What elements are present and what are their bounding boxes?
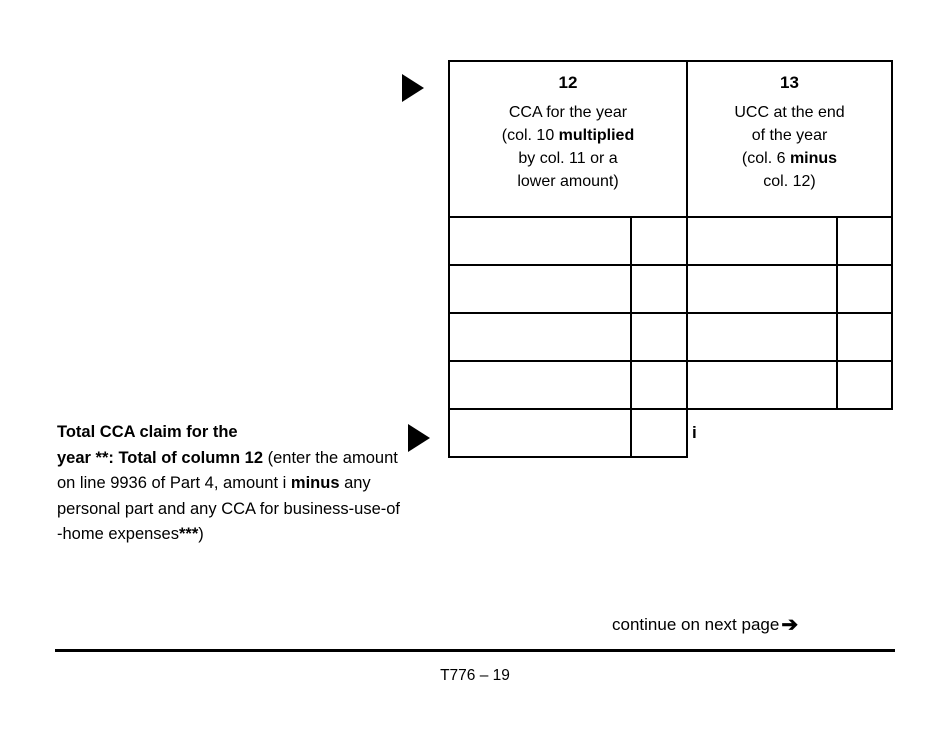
total-note-rest-part3: ) (198, 525, 204, 544)
cell-col12-dollars-row1[interactable] (448, 216, 632, 266)
col13-desc-line4: col. 12) (763, 173, 816, 190)
right-arrow-icon: ➔ (781, 614, 799, 636)
total-note-bold-line1: Total CCA claim for the (57, 423, 238, 441)
cell-col13-cents-row3[interactable] (836, 312, 893, 362)
cell-col12-dollars-row3[interactable] (448, 312, 632, 362)
cell-col13-cents-row4[interactable] (836, 360, 893, 410)
total-cca-claim-note: Total CCA claim for the year **: Total of… (57, 420, 407, 548)
cell-col13-dollars-row1[interactable] (686, 216, 838, 266)
col13-desc-line3-pre: (col. 6 (741, 150, 790, 167)
cell-col12-cents-row1[interactable] (630, 216, 688, 266)
cell-col12-cents-row2[interactable] (630, 264, 688, 314)
total-note-rest-part2: any personal part and any CCA for busine… (57, 474, 401, 544)
column-header-12: 12 CCA for the year (col. 10 multiplied … (448, 60, 688, 218)
cell-col13-dollars-row3[interactable] (686, 312, 838, 362)
column-number-12: 12 (558, 73, 578, 92)
cell-col13-cents-row2[interactable] (836, 264, 893, 314)
cell-total-col12-dollars[interactable] (448, 408, 632, 458)
continue-on-next-page: continue on next page➔ (612, 614, 798, 636)
col13-desc-line1: UCC at the end (734, 104, 845, 121)
total-note-rest-part1: (enter the amount on line 9936 of Part 4… (57, 448, 398, 493)
col12-desc-line4: lower amount) (517, 173, 619, 190)
cell-col12-cents-row3[interactable] (630, 312, 688, 362)
cell-col12-dollars-row2[interactable] (448, 264, 632, 314)
column-number-13: 13 (780, 73, 799, 92)
cell-col13-dollars-row2[interactable] (686, 264, 838, 314)
cell-col13-dollars-row4[interactable] (686, 360, 838, 410)
col13-desc-line2: of the year (751, 127, 828, 144)
table-header-row: 12 CCA for the year (col. 10 multiplied … (448, 60, 893, 218)
header-pointer-triangle-icon (402, 74, 424, 102)
col12-desc-line3: by col. 11 or a (518, 150, 618, 167)
cell-col12-cents-row4[interactable] (630, 360, 688, 410)
column-description-12: CCA for the year (col. 10 multiplied by … (450, 101, 686, 193)
total-pointer-triangle-icon (408, 424, 430, 452)
cell-col13-cents-row1[interactable] (836, 216, 893, 266)
total-note-rest-bold2: *** (179, 525, 199, 544)
amount-marker-i: i (692, 423, 697, 442)
column-description-13: UCC at the end of the year (col. 6 minus… (688, 101, 891, 193)
col12-desc-line1: CCA for the year (508, 104, 628, 121)
cell-col12-dollars-row4[interactable] (448, 360, 632, 410)
total-note-bold-line2: year **: Total of column 12 (57, 448, 263, 467)
column-header-13: 13 UCC at the end of the year (col. 6 mi… (686, 60, 893, 218)
col12-desc-line2-bold: multiplied (558, 127, 635, 144)
col12-desc-line2-pre: (col. 10 (501, 127, 559, 144)
cca-table: 12 CCA for the year (col. 10 multiplied … (448, 60, 893, 458)
cell-total-col12-cents[interactable] (630, 408, 688, 458)
total-note-rest-bold: minus (290, 474, 340, 493)
col13-desc-line3-bold: minus (789, 150, 838, 167)
form-identifier: T776 – 19 (440, 667, 510, 684)
footer-divider (55, 649, 895, 652)
continue-label: continue on next page (612, 615, 780, 634)
